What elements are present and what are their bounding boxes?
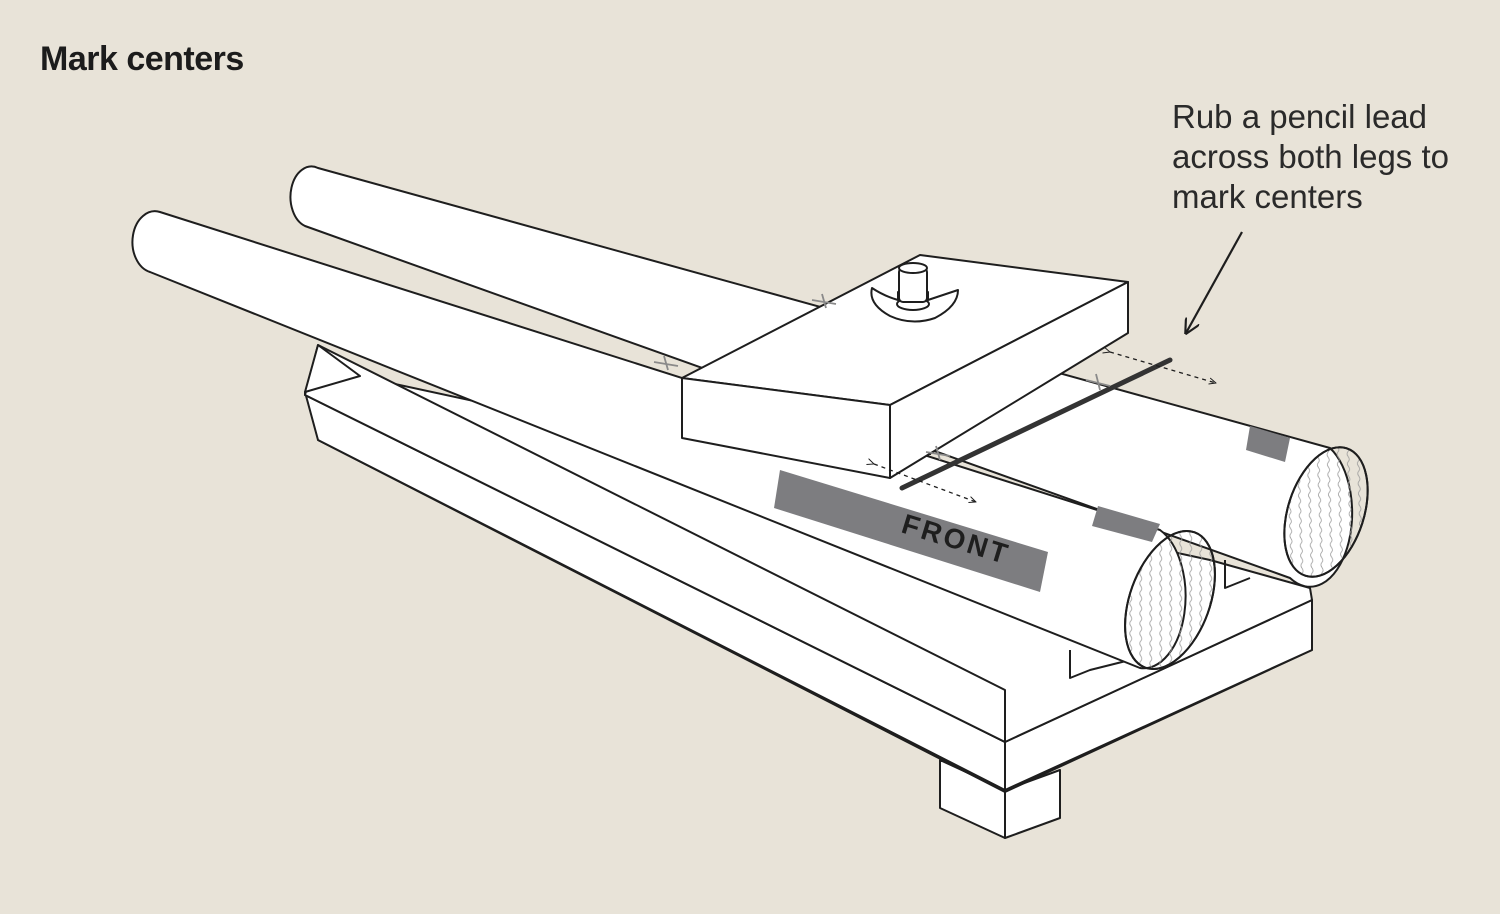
callout-text: Rub a pencil lead across both legs to ma…	[1172, 97, 1492, 217]
front-leg	[131, 210, 1216, 671]
foot-block	[939, 759, 1061, 839]
callout-line-3: mark centers	[1172, 178, 1363, 215]
center-marks	[653, 293, 1111, 461]
diagram-title: Mark centers	[40, 40, 244, 78]
callout-line-1: Rub a pencil lead	[1172, 98, 1428, 135]
callout-arrow	[1186, 231, 1243, 333]
callout-line-2: across both legs to	[1172, 138, 1449, 175]
clamp-block	[681, 254, 1129, 479]
motion-arrows	[874, 352, 1216, 502]
wing-nut	[870, 262, 959, 323]
